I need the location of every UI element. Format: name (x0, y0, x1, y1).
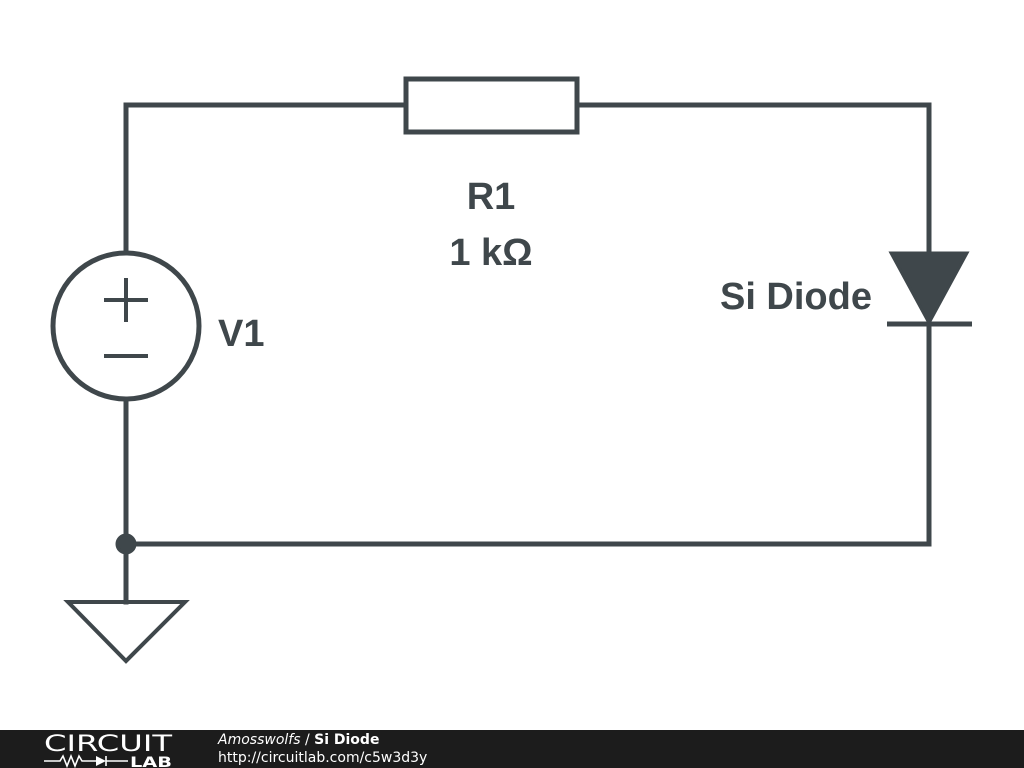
logo-diode-icon (96, 756, 106, 766)
wire-top-right (574, 102, 932, 256)
logo-text-lab: LAB (130, 755, 172, 768)
author-separator: / (300, 732, 315, 748)
resistor-value-label: 1 kΩ (449, 232, 532, 274)
voltage-source-symbol[interactable] (50, 250, 202, 402)
wire-top-left (123, 102, 409, 256)
logo-resistor-icon (44, 753, 96, 768)
junction-node (115, 533, 137, 555)
diode-symbol[interactable] (887, 251, 972, 327)
circuitlab-logo[interactable]: CIRCUIT LAB (0, 730, 200, 768)
voltage-source-circle (50, 250, 202, 402)
diode-name-label: Si Diode (720, 276, 872, 318)
logo-text-circuit: CIRCUIT (44, 732, 173, 757)
diode-triangle (888, 251, 970, 327)
resistor-name-label: R1 (467, 176, 516, 218)
footer-bar: CIRCUIT LAB Amosswolfs / Si Diode http:/… (0, 730, 1024, 768)
source-name-label: V1 (218, 313, 264, 355)
circuit-title[interactable]: Si Diode (314, 732, 380, 748)
footer-author-line: Amosswolfs / Si Diode (218, 731, 379, 749)
circuit-schematic: R1 1 kΩ Si Diode V1 (50, 76, 972, 664)
author-name[interactable]: Amosswolfs (218, 732, 301, 748)
resistor-symbol[interactable] (403, 76, 580, 135)
ground-symbol[interactable] (63, 600, 190, 664)
circuit-url-link[interactable]: http://circuitlab.com/c5w3d3y (218, 750, 428, 766)
